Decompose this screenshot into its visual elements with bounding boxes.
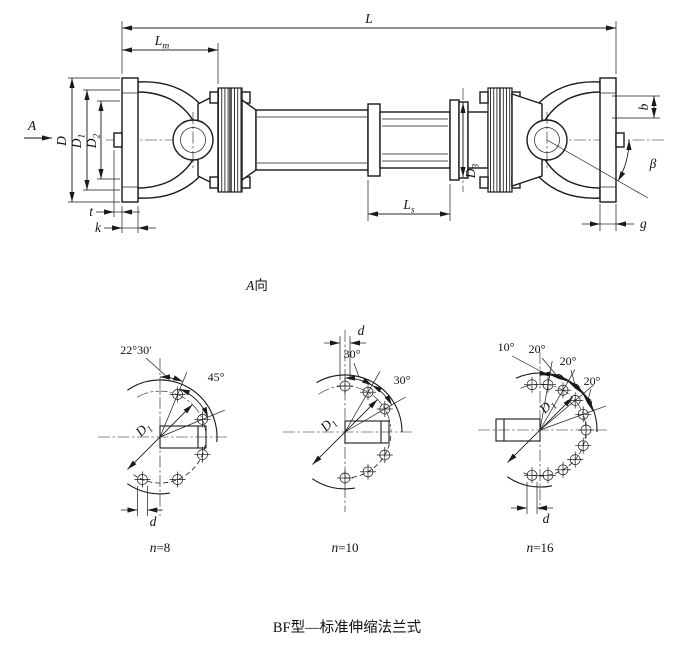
bolt-head: [209, 91, 219, 104]
bolt-head: [209, 176, 219, 189]
right-universal-joint: [511, 93, 568, 187]
flange-view-n16: 10° 20° 20° 20°: [478, 340, 608, 555]
hole-count-label: n=8: [150, 540, 171, 555]
right-flange-pilot: [615, 132, 625, 148]
slip-sleeve: [367, 99, 489, 181]
bolt-circle-hidden-arc: [340, 435, 392, 479]
angle-label: 20°: [529, 342, 546, 356]
sleeve-ring: [449, 99, 460, 181]
dim-g: g: [582, 204, 647, 231]
hole-dia-dim: d: [324, 323, 366, 380]
angle-dim-10: 10°: [498, 340, 551, 377]
hole-count-label: n=16: [526, 540, 554, 555]
drawing-caption: BF型—标准伸缩法兰式: [273, 619, 422, 636]
dim-D2: D2: [84, 100, 120, 180]
hole-dia-label: d: [358, 323, 365, 338]
right-flange-plate: [599, 77, 617, 203]
dim-label-D2: D2: [84, 134, 103, 150]
dim-label-b: b: [636, 103, 651, 110]
view-arrow-label-A: A: [27, 118, 37, 133]
dim-Lm: Lm: [122, 33, 219, 84]
hole-count-label: n=10: [331, 540, 358, 555]
angle-label: 30°: [394, 373, 411, 387]
shaft-tube: [241, 98, 369, 182]
dim-label-k: k: [95, 220, 102, 235]
flange-outer-arc: [126, 379, 218, 443]
main-assembly-view: L Lm A D D1: [24, 11, 664, 235]
dim-label-Lm: Lm: [154, 33, 170, 52]
hole-dia-label: d: [543, 511, 550, 526]
dim-D: D: [54, 77, 120, 203]
dim-b: b: [612, 95, 660, 119]
dim-t: t: [89, 150, 140, 233]
dim-D3: D3: [460, 88, 482, 192]
left-bolted-flange-pair: [209, 87, 251, 193]
angle-label: 22°30′: [120, 343, 152, 357]
hole-dia-label: d: [150, 514, 157, 529]
angle-label: 20°: [584, 374, 601, 388]
flange-outer-arc: [311, 478, 355, 490]
angle-label: 20°: [560, 354, 577, 368]
angle-dim-30a: 30°: [344, 347, 373, 386]
flange-view-n10: 30° 30° D1 d: [283, 323, 412, 555]
view-a-title: A向: [245, 278, 268, 293]
hole-dia-dim: d: [511, 482, 553, 526]
bolt-holes: [337, 378, 393, 486]
dim-label-D: D: [54, 136, 69, 147]
angle-dim-20c: 20°: [582, 374, 601, 411]
flange-outer-arc: [126, 483, 170, 495]
dim-label-D1: D1: [69, 134, 88, 150]
angle-dim-20a: 20°: [529, 342, 569, 382]
hole-dia-dim: d: [121, 486, 163, 529]
angle-label: 30°: [344, 347, 361, 361]
dim-label-t: t: [89, 204, 94, 219]
bolt-head: [479, 91, 489, 104]
left-flange-plate: [121, 77, 139, 203]
bolt-circle-arc: [318, 385, 392, 433]
bolt-circle-label: D1: [317, 413, 341, 437]
dim-label-g: g: [640, 216, 647, 231]
bolt-circle-label: D1: [132, 418, 156, 442]
angle-dim-30b: 30°: [371, 373, 411, 406]
angle-dim-20b: 20°: [560, 354, 584, 395]
dim-L: L: [121, 11, 617, 74]
right-flange: [599, 77, 625, 203]
flange-outer-arc: [506, 476, 553, 488]
dim-label-D3: D3: [463, 164, 482, 180]
left-flange: [113, 77, 139, 203]
flange-view-n8: 22°30′ 45° D1 d n=: [98, 343, 228, 555]
left-flange-pilot: [113, 132, 123, 148]
angle-label: 10°: [498, 340, 515, 354]
dim-Ls: Ls: [367, 180, 451, 221]
bolt-circle-hidden-arc: [133, 444, 206, 484]
sleeve-ring: [458, 101, 469, 179]
left-universal-joint: [172, 92, 219, 188]
dim-k: k: [95, 206, 156, 235]
angle-label: 45°: [208, 370, 225, 384]
bolt-holes: [134, 386, 211, 488]
dim-label-Ls: Ls: [402, 197, 415, 216]
dim-label-L: L: [364, 11, 373, 26]
bolt-head: [479, 176, 489, 189]
view-direction-arrow: A: [24, 118, 52, 141]
bolt-holes: [524, 376, 594, 484]
dim-label-beta: β: [649, 156, 657, 171]
dim-beta: β: [546, 139, 657, 199]
bolt-circle-arc: [136, 390, 207, 442]
angle-dim-22-30: 22°30′: [120, 343, 184, 382]
bolt-circle-label: D1: [536, 395, 560, 419]
dim-D1: D1: [69, 89, 120, 191]
angle-dim-45: 45°: [179, 370, 225, 418]
